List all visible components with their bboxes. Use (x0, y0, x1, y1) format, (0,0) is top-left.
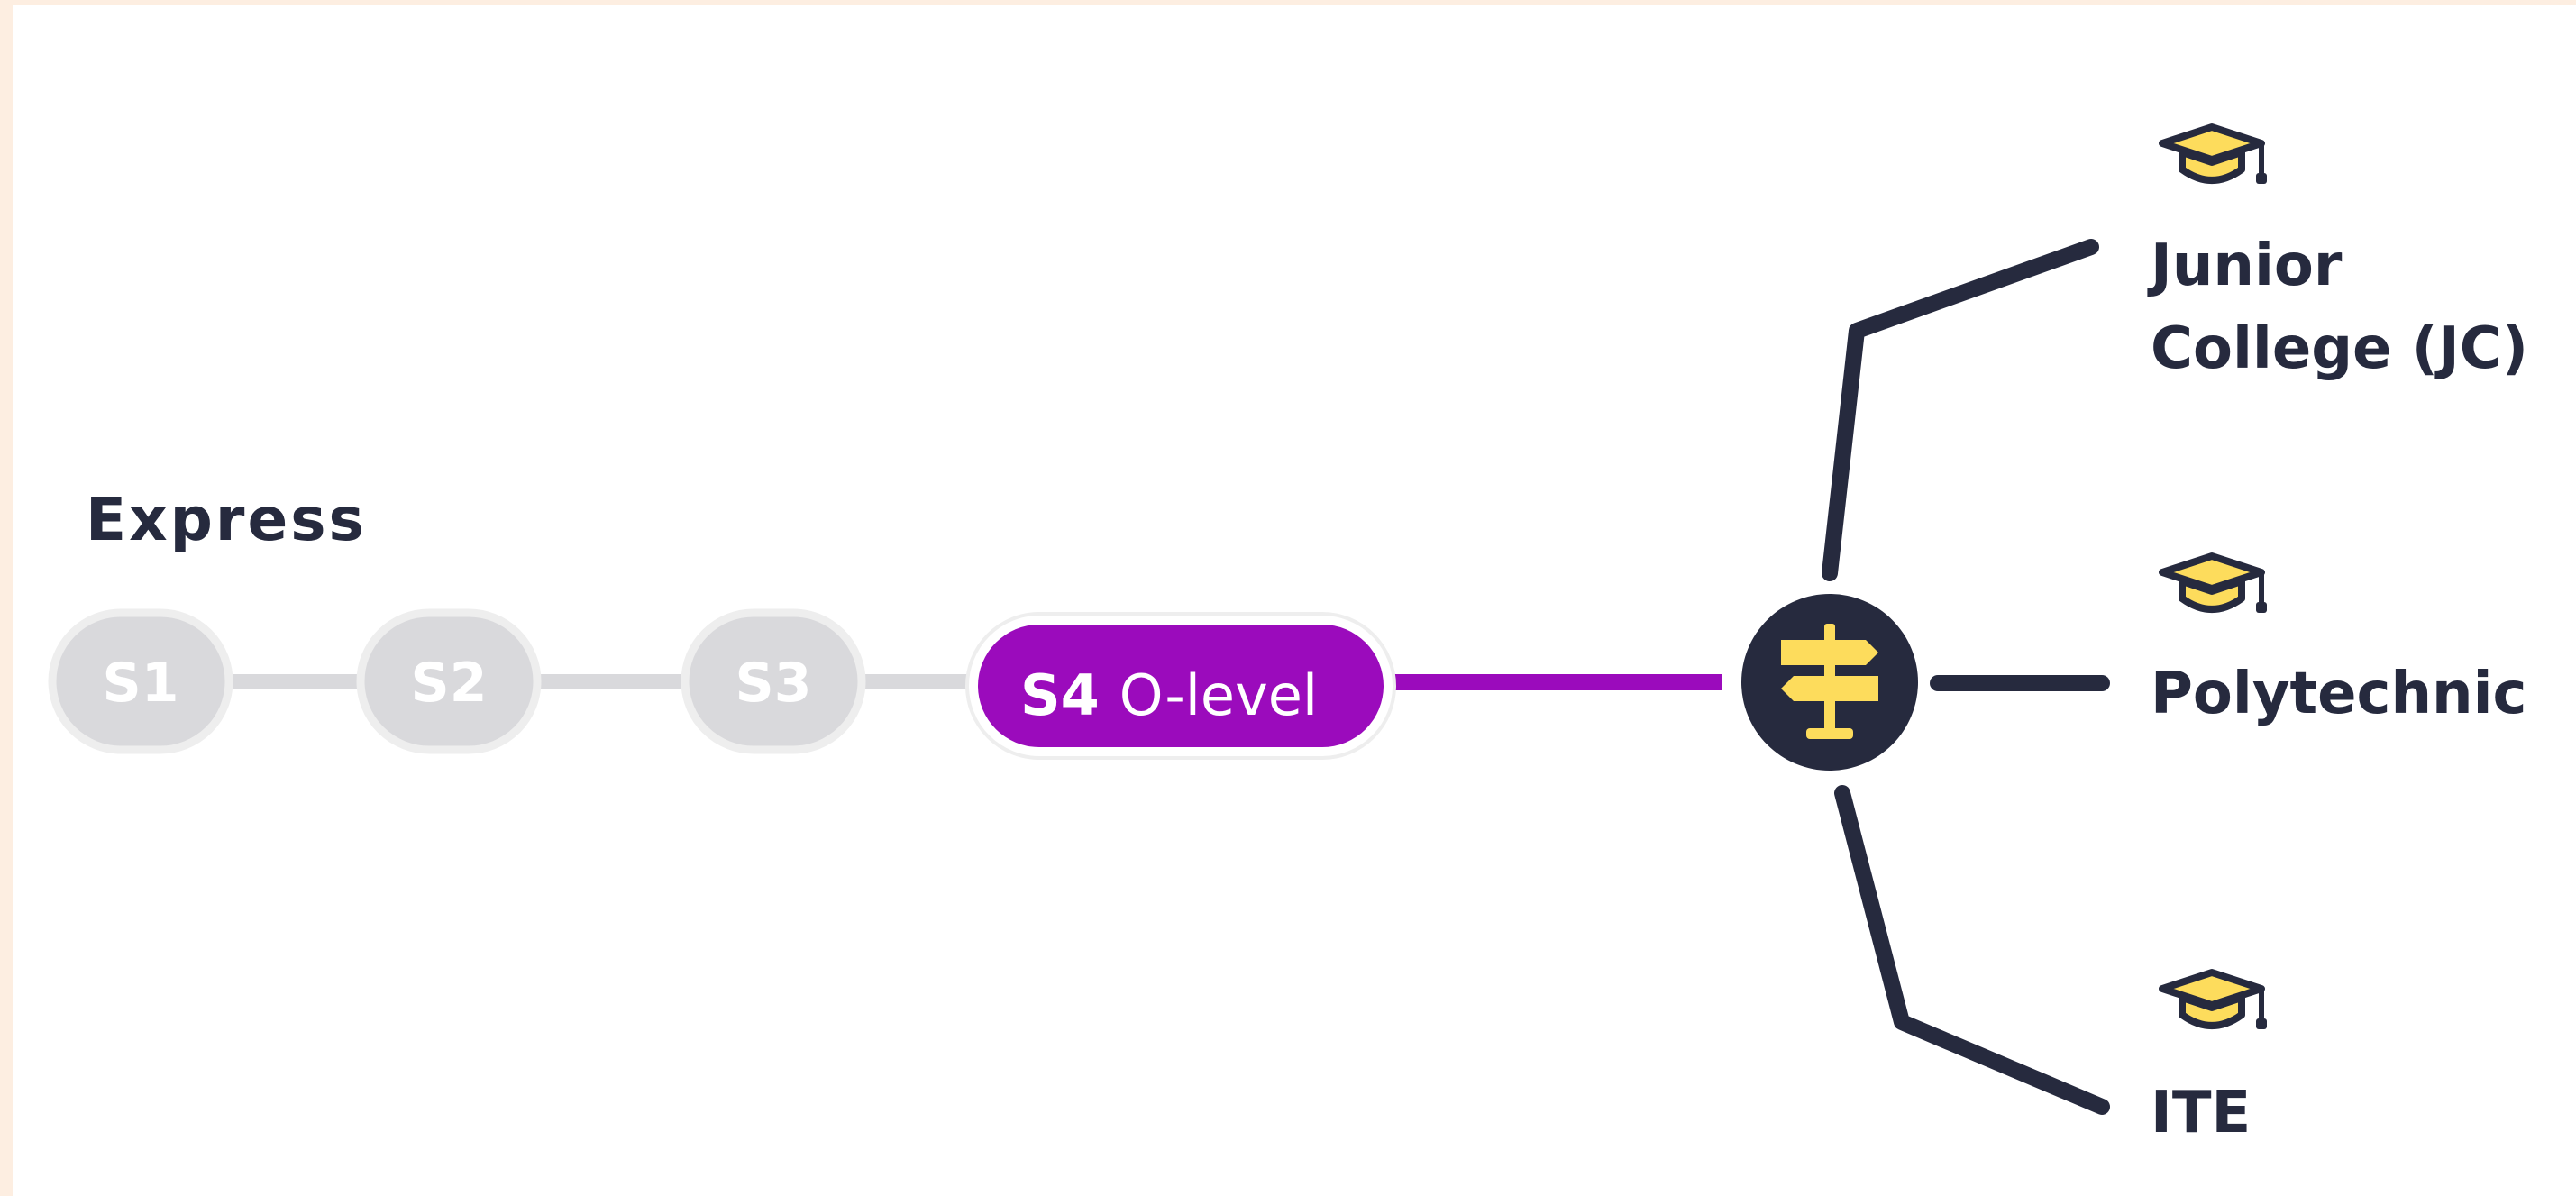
junction-node (1741, 594, 1918, 771)
current-stage-pill: S4 O-level (965, 612, 1396, 760)
diagram-canvas: Express S1 S2 S3 S4 O-level (13, 5, 2576, 1196)
graduation-cap-icon (2162, 972, 2267, 1029)
graduation-cap-icon (2162, 556, 2267, 613)
branch-line-jc (1822, 239, 2099, 581)
branch-line-ite (1834, 785, 2110, 1115)
stage-s3: S3 (681, 608, 866, 754)
stage-label: S2 (411, 652, 488, 715)
destination-ite: ITE (2151, 972, 2267, 1146)
destination-label-line2: College (JC) (2151, 315, 2528, 382)
current-stage-name: O-level (1119, 662, 1318, 728)
destination-label: ITE (2151, 1080, 2251, 1146)
stage-label: S1 (103, 652, 179, 715)
destination-label: Polytechnic (2151, 661, 2526, 727)
signpost-icon (1781, 624, 1878, 739)
stage-s1: S1 (48, 608, 233, 754)
current-stage-code: S4 (1020, 662, 1100, 728)
stage-s2: S2 (356, 608, 542, 754)
destination-polytechnic: Polytechnic (2151, 556, 2526, 727)
stage-label: S3 (735, 652, 812, 715)
pathway-diagram: Express S1 S2 S3 S4 O-level (48, 5, 2528, 1146)
destination-junior-college: Junior College (JC) (2147, 127, 2528, 382)
track-title: Express (86, 485, 367, 554)
graduation-cap-icon (2162, 127, 2267, 184)
current-stage-text: S4 O-level (1020, 662, 1318, 728)
destination-label-line1: Junior (2147, 233, 2343, 299)
